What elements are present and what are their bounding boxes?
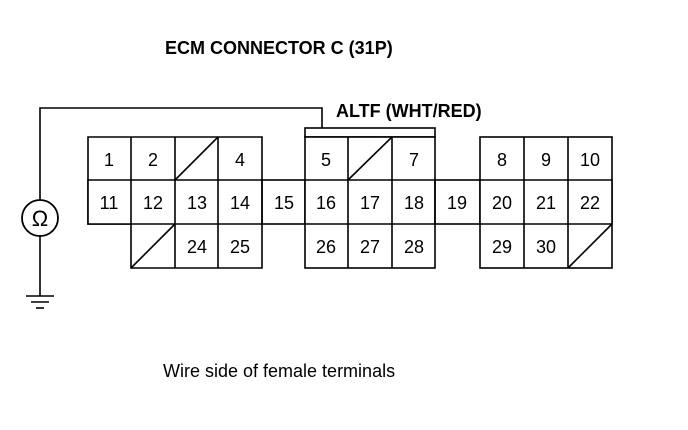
terminal-labels: 1 2 4 5 7 8 9 10 11 12 13 14 15 16 17 18… <box>100 150 600 257</box>
connector-latch <box>304 127 436 138</box>
terminal-9: 9 <box>541 150 551 170</box>
terminal-22: 22 <box>580 193 600 213</box>
terminal-21: 21 <box>536 193 556 213</box>
wire-label: ALTF (WHT/RED) <box>336 101 482 121</box>
test-lead-wire <box>39 107 323 200</box>
terminal-4: 4 <box>235 150 245 170</box>
connector-right-block <box>479 136 613 269</box>
diagram-title: ECM CONNECTOR C (31P) <box>165 38 393 58</box>
terminal-11: 11 <box>100 193 119 213</box>
terminal-26: 26 <box>316 237 336 257</box>
terminal-20: 20 <box>492 193 512 213</box>
terminal-18: 18 <box>404 193 424 213</box>
terminal-24: 24 <box>187 237 207 257</box>
terminal-5: 5 <box>321 150 331 170</box>
connector-middle-block <box>304 136 436 269</box>
caption: Wire side of female terminals <box>163 361 395 381</box>
terminal-12: 12 <box>143 193 163 213</box>
ground-icon <box>26 295 54 309</box>
ohmmeter-icon <box>21 199 59 237</box>
terminal-29: 29 <box>492 237 512 257</box>
terminal-13: 13 <box>187 193 207 213</box>
terminal-2: 2 <box>148 150 158 170</box>
terminal-8: 8 <box>497 150 507 170</box>
connector-left-block <box>87 136 263 269</box>
ohm-symbol: Ω <box>32 206 48 231</box>
terminal-1: 1 <box>104 150 114 170</box>
terminal-16: 16 <box>316 193 336 213</box>
terminal-10: 10 <box>580 150 600 170</box>
terminal-14: 14 <box>230 193 250 213</box>
terminal-15: 15 <box>274 193 294 213</box>
terminal-19: 19 <box>447 193 467 213</box>
terminal-25: 25 <box>230 237 250 257</box>
terminal-30: 30 <box>536 237 556 257</box>
terminal-27: 27 <box>360 237 380 257</box>
terminal-17: 17 <box>360 193 380 213</box>
terminal-7: 7 <box>409 150 419 170</box>
terminal-28: 28 <box>404 237 424 257</box>
